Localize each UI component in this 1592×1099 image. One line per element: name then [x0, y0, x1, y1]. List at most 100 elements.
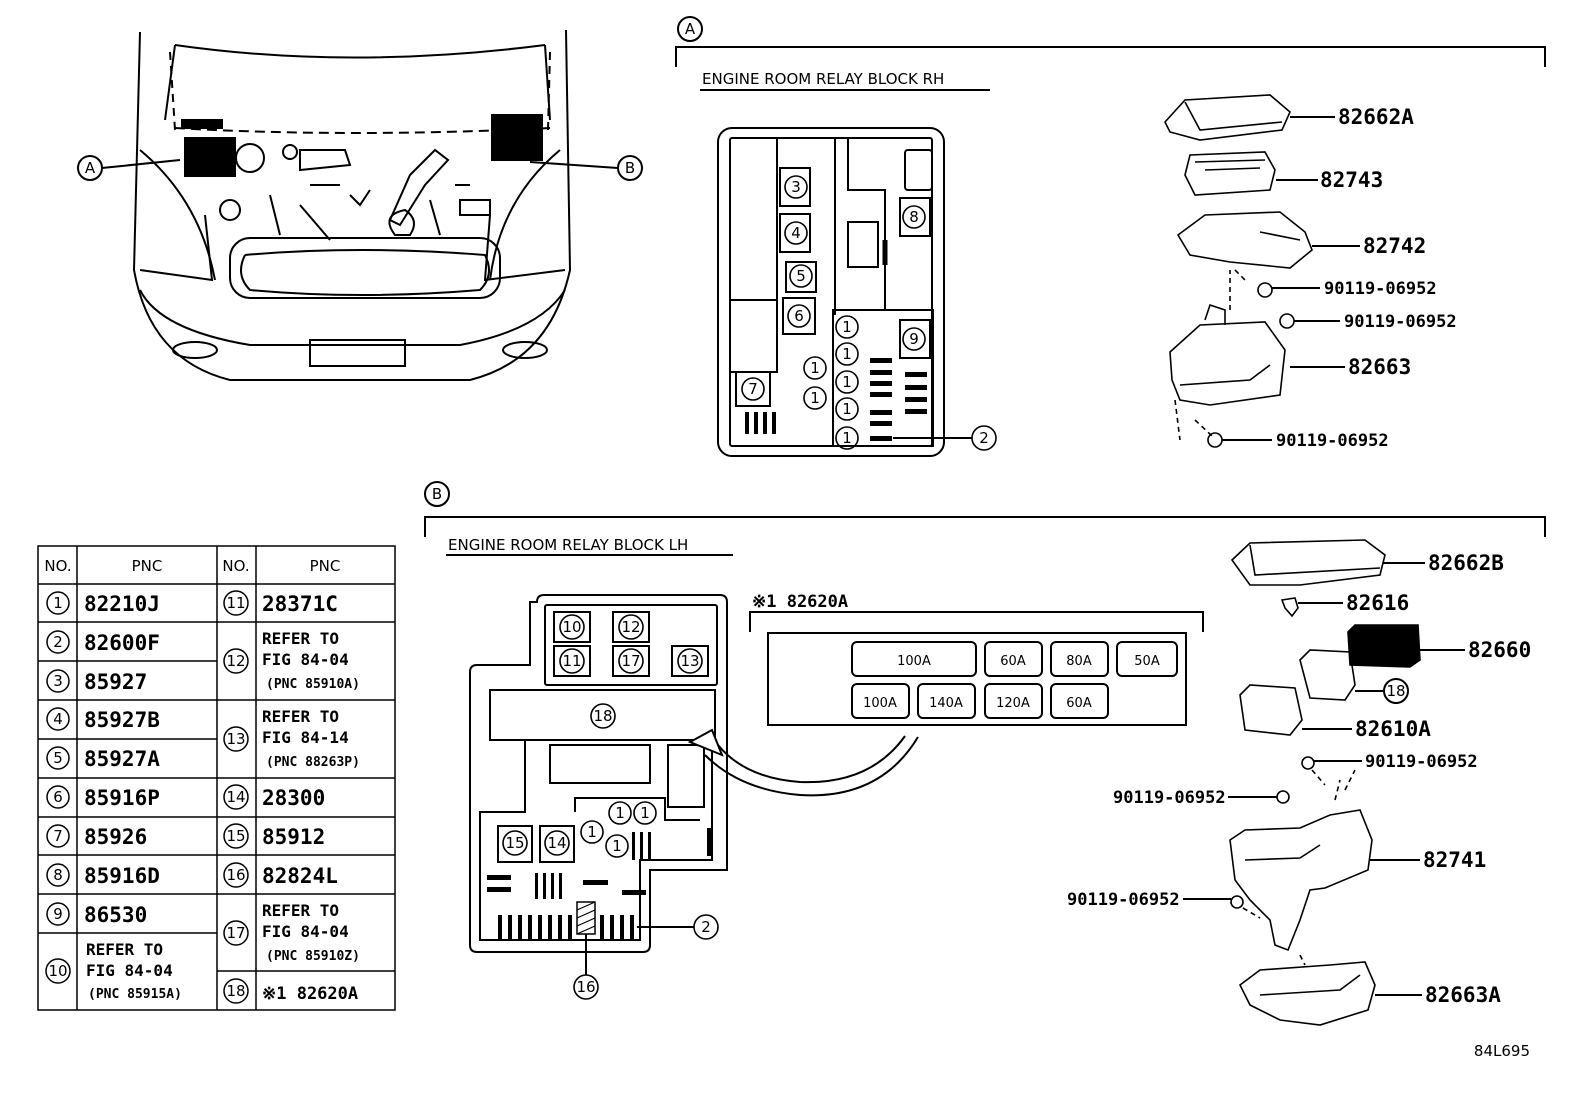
rh-callout-2: 2	[979, 429, 989, 447]
lh-slot-1: 1	[587, 823, 597, 841]
rh-slot-1: 1	[842, 345, 852, 363]
lh-slot-18: 18	[593, 707, 612, 725]
row-no: 17	[226, 924, 245, 942]
rh-part-82662a: 82662A	[1338, 105, 1414, 129]
car-overview: A B	[77, 29, 643, 381]
rh-slot-1: 1	[810, 389, 820, 407]
fuse-insert-label: ※1 82620A	[752, 592, 848, 612]
rh-part-bolt-1: 90119-06952	[1324, 279, 1437, 299]
fuse-120a: 120A	[996, 696, 1030, 711]
row-ref-line3: (PNC 88263P)	[266, 755, 360, 770]
row-ref-line1: REFER TO	[262, 707, 339, 726]
lh-slot-12: 12	[621, 618, 640, 636]
row-no: 5	[53, 749, 63, 767]
rh-slot-5: 5	[796, 267, 806, 285]
lh-slot-13: 13	[680, 652, 699, 670]
fuse-50a: 50A	[1134, 654, 1160, 669]
lh-part-bolt-1: 90119-06952	[1365, 752, 1478, 772]
row-ref-line1: REFER TO	[262, 629, 339, 648]
car-marker-a: A	[85, 159, 96, 177]
row-no: 8	[53, 866, 63, 884]
rh-slot-9: 9	[909, 330, 919, 348]
row-no: 4	[53, 710, 63, 728]
row-no: 12	[226, 652, 245, 670]
lh-slot-11: 11	[562, 652, 581, 670]
pnc-table	[37, 545, 396, 1011]
lh-part-82662b: 82662B	[1428, 551, 1504, 575]
row-pnc: 85912	[262, 825, 325, 849]
lh-part-82663a: 82663A	[1425, 983, 1501, 1007]
lh-exploded-parts	[1229, 539, 1421, 1026]
row-no: 7	[53, 827, 63, 845]
rh-slot-6: 6	[794, 307, 804, 325]
row-ref-line2: FIG 84-04	[262, 922, 349, 941]
lh-leader-lines	[1183, 562, 1465, 996]
row-pnc: 82210J	[84, 592, 160, 616]
figure-code: 84L695	[1474, 1042, 1530, 1060]
lh-callout-16: 16	[576, 978, 595, 996]
row-ref-line3: (PNC 85915A)	[88, 987, 182, 1002]
row-no: 15	[226, 827, 245, 845]
rh-part-82663: 82663	[1348, 355, 1411, 379]
table-header-pnc: PNC	[132, 557, 163, 575]
rh-exploded-parts	[1164, 94, 1313, 448]
section-b-title: ENGINE ROOM RELAY BLOCK LH	[448, 536, 688, 554]
rh-part-82742: 82742	[1363, 234, 1426, 258]
lh-part-82741: 82741	[1423, 848, 1486, 872]
row-no: 1	[53, 594, 63, 612]
row-pnc: 28300	[262, 786, 325, 810]
section-a-title: ENGINE ROOM RELAY BLOCK RH	[702, 70, 944, 88]
lh-part-bolt-3: 90119-06952	[1067, 890, 1180, 910]
row-no: 18	[226, 982, 245, 1000]
lh-slot-15: 15	[505, 834, 524, 852]
rh-part-bolt-3: 90119-06952	[1276, 431, 1389, 451]
rh-slot-7: 7	[748, 380, 758, 398]
lh-slot-14: 14	[547, 834, 566, 852]
fuse-100a-top: 100A	[897, 654, 931, 669]
section-a-marker: A	[685, 20, 696, 38]
car-marker-b: B	[625, 159, 635, 177]
lh-slot-17: 17	[621, 652, 640, 670]
lh-slot-10: 10	[562, 618, 581, 636]
section-a: A ENGINE ROOM RELAY BLOCK RH	[675, 16, 1546, 457]
row-ref-line2: FIG 84-14	[262, 728, 349, 747]
lh-slot-1: 1	[615, 804, 625, 822]
rh-slot-3: 3	[791, 178, 801, 196]
rh-slot-1: 1	[810, 359, 820, 377]
row-pnc: ※1 82620A	[262, 984, 358, 1004]
rh-slot-1: 1	[842, 373, 852, 391]
row-pnc: 85926	[84, 825, 147, 849]
fuse-insert-82620a: ※1 82620A 100A 60A 80A 50A 100A 140A 120…	[749, 592, 1204, 726]
row-no: 14	[226, 788, 245, 806]
section-b: B ENGINE ROOM RELAY BLOCK LH	[424, 481, 1546, 1026]
rh-slot-1: 1	[842, 400, 852, 418]
fuse-60a-top: 60A	[1000, 654, 1026, 669]
fuse-60a-bottom: 60A	[1066, 696, 1092, 711]
fuse-140a: 140A	[929, 696, 963, 711]
row-pnc: 82600F	[84, 631, 160, 655]
row-pnc: 82824L	[262, 864, 338, 888]
fuse-100a-bottom: 100A	[863, 696, 897, 711]
row-pnc: 85916P	[84, 786, 160, 810]
row-ref-line1: REFER TO	[86, 940, 163, 959]
row-pnc: 28371C	[262, 592, 338, 616]
row-no: 16	[226, 866, 245, 884]
row-pnc: 85927B	[84, 708, 160, 732]
row-no: 2	[53, 633, 63, 651]
row-no: 11	[226, 594, 245, 612]
row-pnc: 85916D	[84, 864, 160, 888]
row-ref-line3: (PNC 85910A)	[266, 677, 360, 692]
row-pnc: 85927A	[84, 747, 160, 771]
row-no: 13	[226, 730, 245, 748]
lh-part-bolt-2: 90119-06952	[1113, 788, 1226, 808]
relay-block-lh	[469, 594, 728, 975]
lh-part-82610a: 82610A	[1355, 717, 1431, 741]
section-b-marker: B	[432, 485, 442, 503]
rh-leader-lines	[1222, 116, 1360, 441]
row-no: 9	[53, 905, 63, 923]
rh-part-82743: 82743	[1320, 168, 1383, 192]
table-header-no: NO.	[222, 557, 249, 575]
fuse-80a: 80A	[1066, 654, 1092, 669]
row-ref-line2: FIG 84-04	[86, 961, 173, 980]
